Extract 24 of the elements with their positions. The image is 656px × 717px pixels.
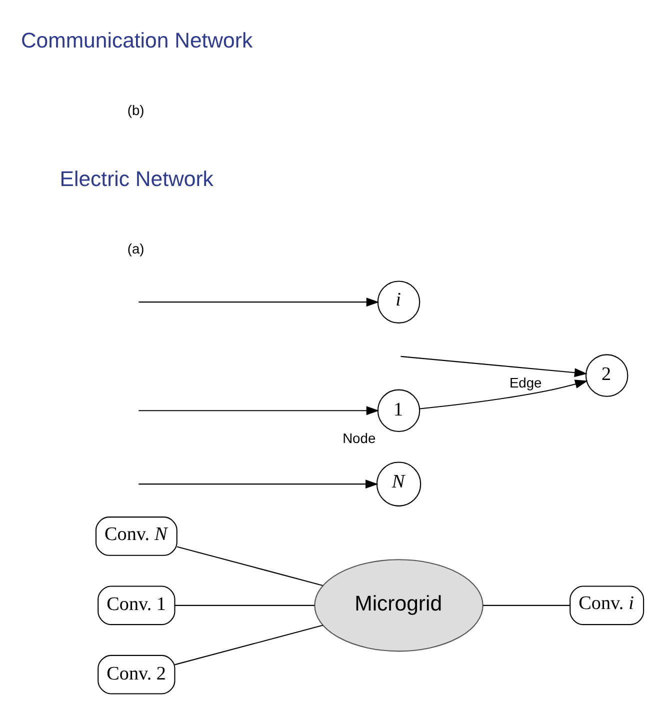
connector	[174, 624, 324, 666]
label: Electric Network	[60, 167, 214, 192]
label: (a)	[127, 240, 144, 257]
node-circle: i	[377, 280, 420, 324]
node-label: Node	[342, 430, 376, 446]
node-circle: N	[376, 462, 422, 506]
node-box: Conv. i	[570, 586, 644, 626]
connector	[483, 604, 570, 606]
edge-label: Edge	[509, 374, 542, 391]
connector	[174, 604, 315, 606]
arrow	[138, 298, 380, 307]
arrow	[420, 380, 588, 410]
node-box: Conv. 1	[98, 586, 176, 626]
node-box: Conv. 2	[98, 654, 176, 694]
label: Communication Network	[20, 28, 253, 53]
arrow	[138, 480, 378, 489]
node-box: Conv. N	[95, 516, 178, 556]
label: (b)	[127, 102, 144, 118]
arrow	[400, 356, 588, 378]
node-ellipse: Microgrid	[314, 559, 484, 652]
connector	[176, 546, 323, 586]
arrow	[138, 406, 380, 416]
node-circle: 1	[377, 389, 420, 432]
node-circle: 2	[585, 354, 628, 397]
